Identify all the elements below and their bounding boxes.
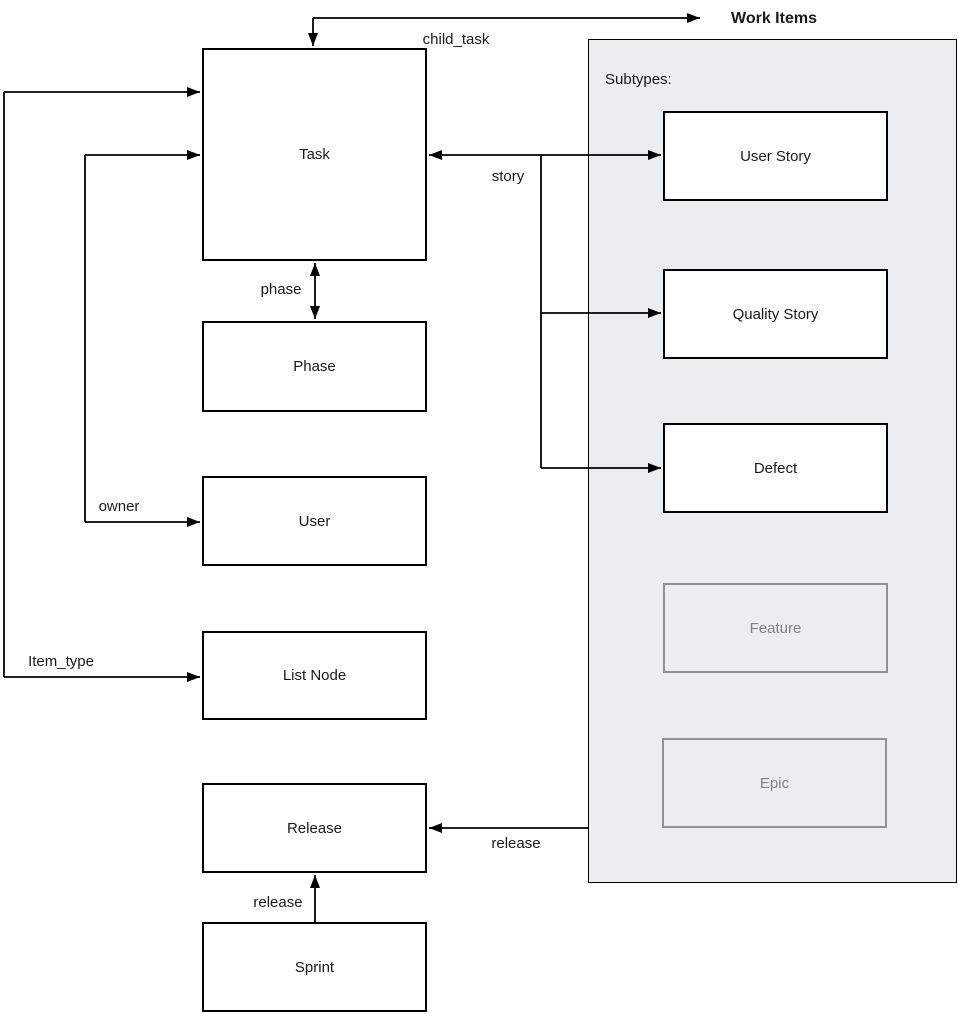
node-defect-label: Defect (753, 459, 798, 477)
connector-item-type (3, 87, 200, 682)
node-list-node: List Node (202, 631, 427, 720)
edge-label-release-workitems: release (491, 835, 541, 852)
subtypes-heading: Subtypes: (605, 71, 672, 88)
edge-label-item-type: Item_type (28, 653, 94, 670)
node-user: User (202, 476, 427, 566)
node-phase: Phase (202, 321, 427, 412)
node-user-story-label: User Story (740, 147, 811, 165)
node-user-label: User (298, 512, 331, 530)
node-defect: Defect (663, 423, 888, 513)
edge-label-release-sprint: release (253, 894, 303, 911)
node-task-label: Task (299, 146, 330, 163)
node-user-story: User Story (663, 111, 888, 201)
node-list-node-label: List Node (282, 667, 347, 684)
work-items-title: Work Items (731, 10, 817, 27)
node-feature: Feature (663, 583, 888, 673)
node-task: Task (202, 48, 427, 261)
node-sprint: Sprint (202, 922, 427, 1012)
node-epic: Epic (662, 738, 887, 828)
edge-label-owner: owner (98, 498, 140, 515)
edge-label-child-task: child_task (422, 31, 490, 48)
node-quality-story-label: Quality Story (732, 305, 819, 323)
edge-label-phase: phase (260, 281, 302, 298)
edge-label-story: story (491, 168, 525, 185)
connector-owner (84, 150, 200, 527)
node-release-label: Release (286, 819, 343, 837)
node-epic-label: Epic (759, 774, 790, 792)
node-release: Release (202, 783, 427, 873)
node-quality-story: Quality Story (663, 269, 888, 359)
node-phase-label: Phase (293, 358, 336, 375)
node-sprint-label: Sprint (294, 958, 335, 976)
node-feature-label: Feature (749, 619, 802, 637)
